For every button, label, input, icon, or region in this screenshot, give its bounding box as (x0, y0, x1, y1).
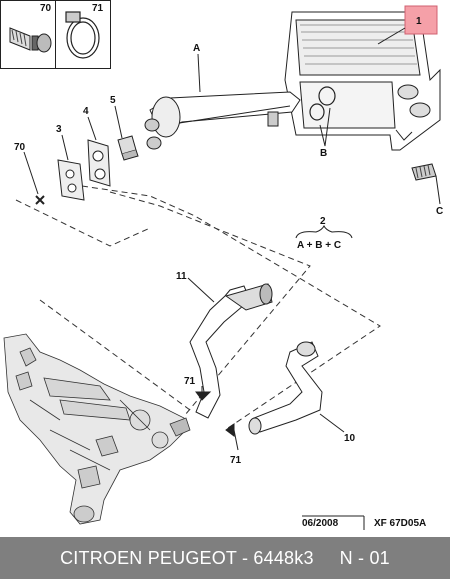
label-B: B (320, 148, 327, 159)
leader-71-b (233, 429, 239, 451)
gasket-part-4 (87, 139, 111, 187)
leader-10 (319, 413, 345, 433)
label-71-a: 71 (184, 376, 196, 387)
assembly-formula: A + B + C (297, 240, 341, 251)
stamp-code: XF 67D05A (374, 518, 426, 529)
leader-11 (187, 277, 215, 303)
label-10: 10 (344, 433, 356, 444)
leader-3 (61, 134, 69, 161)
assembly-dashed-lines (15, 185, 381, 431)
o-rings-part-B (309, 86, 336, 121)
leader-1 (377, 27, 406, 45)
label-70-top: 70 (40, 3, 52, 14)
label-3: 3 (56, 124, 62, 135)
footer-part-number: CITROEN PEUGEOT - 6448k3 N - 01 (60, 547, 390, 568)
hose-part-10 (248, 341, 323, 435)
screw-part-70 (9, 27, 52, 53)
engine-block-illustration (3, 333, 191, 525)
pipe-assembly-part-A (144, 91, 301, 150)
label-70-mid: 70 (14, 142, 26, 153)
label-5: 5 (110, 95, 116, 106)
leader-4 (87, 116, 97, 141)
inset-divider (55, 0, 56, 69)
flange-part-3 (57, 159, 85, 201)
hose-part-11 (189, 283, 273, 419)
label-4: 4 (83, 106, 89, 117)
label-1: 1 (416, 16, 422, 27)
label-2: 2 (320, 216, 326, 227)
brace-2 (295, 224, 353, 239)
clamp-arrow-71-a (195, 391, 212, 401)
leader-5 (114, 105, 123, 139)
leader-A (197, 53, 201, 93)
label-A: A (193, 43, 200, 54)
leader-C (435, 175, 441, 205)
clamp-part-71 (65, 11, 100, 59)
footer-bar: CITROEN PEUGEOT - 6448k3 N - 01 (0, 537, 450, 579)
label-C: C (436, 206, 443, 217)
label-11: 11 (176, 271, 187, 282)
clip-part-5 (117, 135, 139, 161)
screw-marker-70 (35, 195, 45, 205)
highlight-box-part-1 (404, 5, 438, 35)
clamp-arrow-71-b (225, 423, 235, 437)
screw-part-C (411, 163, 437, 181)
stamp-date: 06/2008 (302, 518, 339, 529)
leader-B (319, 107, 331, 147)
label-71-top: 71 (92, 3, 104, 14)
label-71-b: 71 (230, 455, 242, 466)
leader-70-mid (23, 151, 39, 195)
